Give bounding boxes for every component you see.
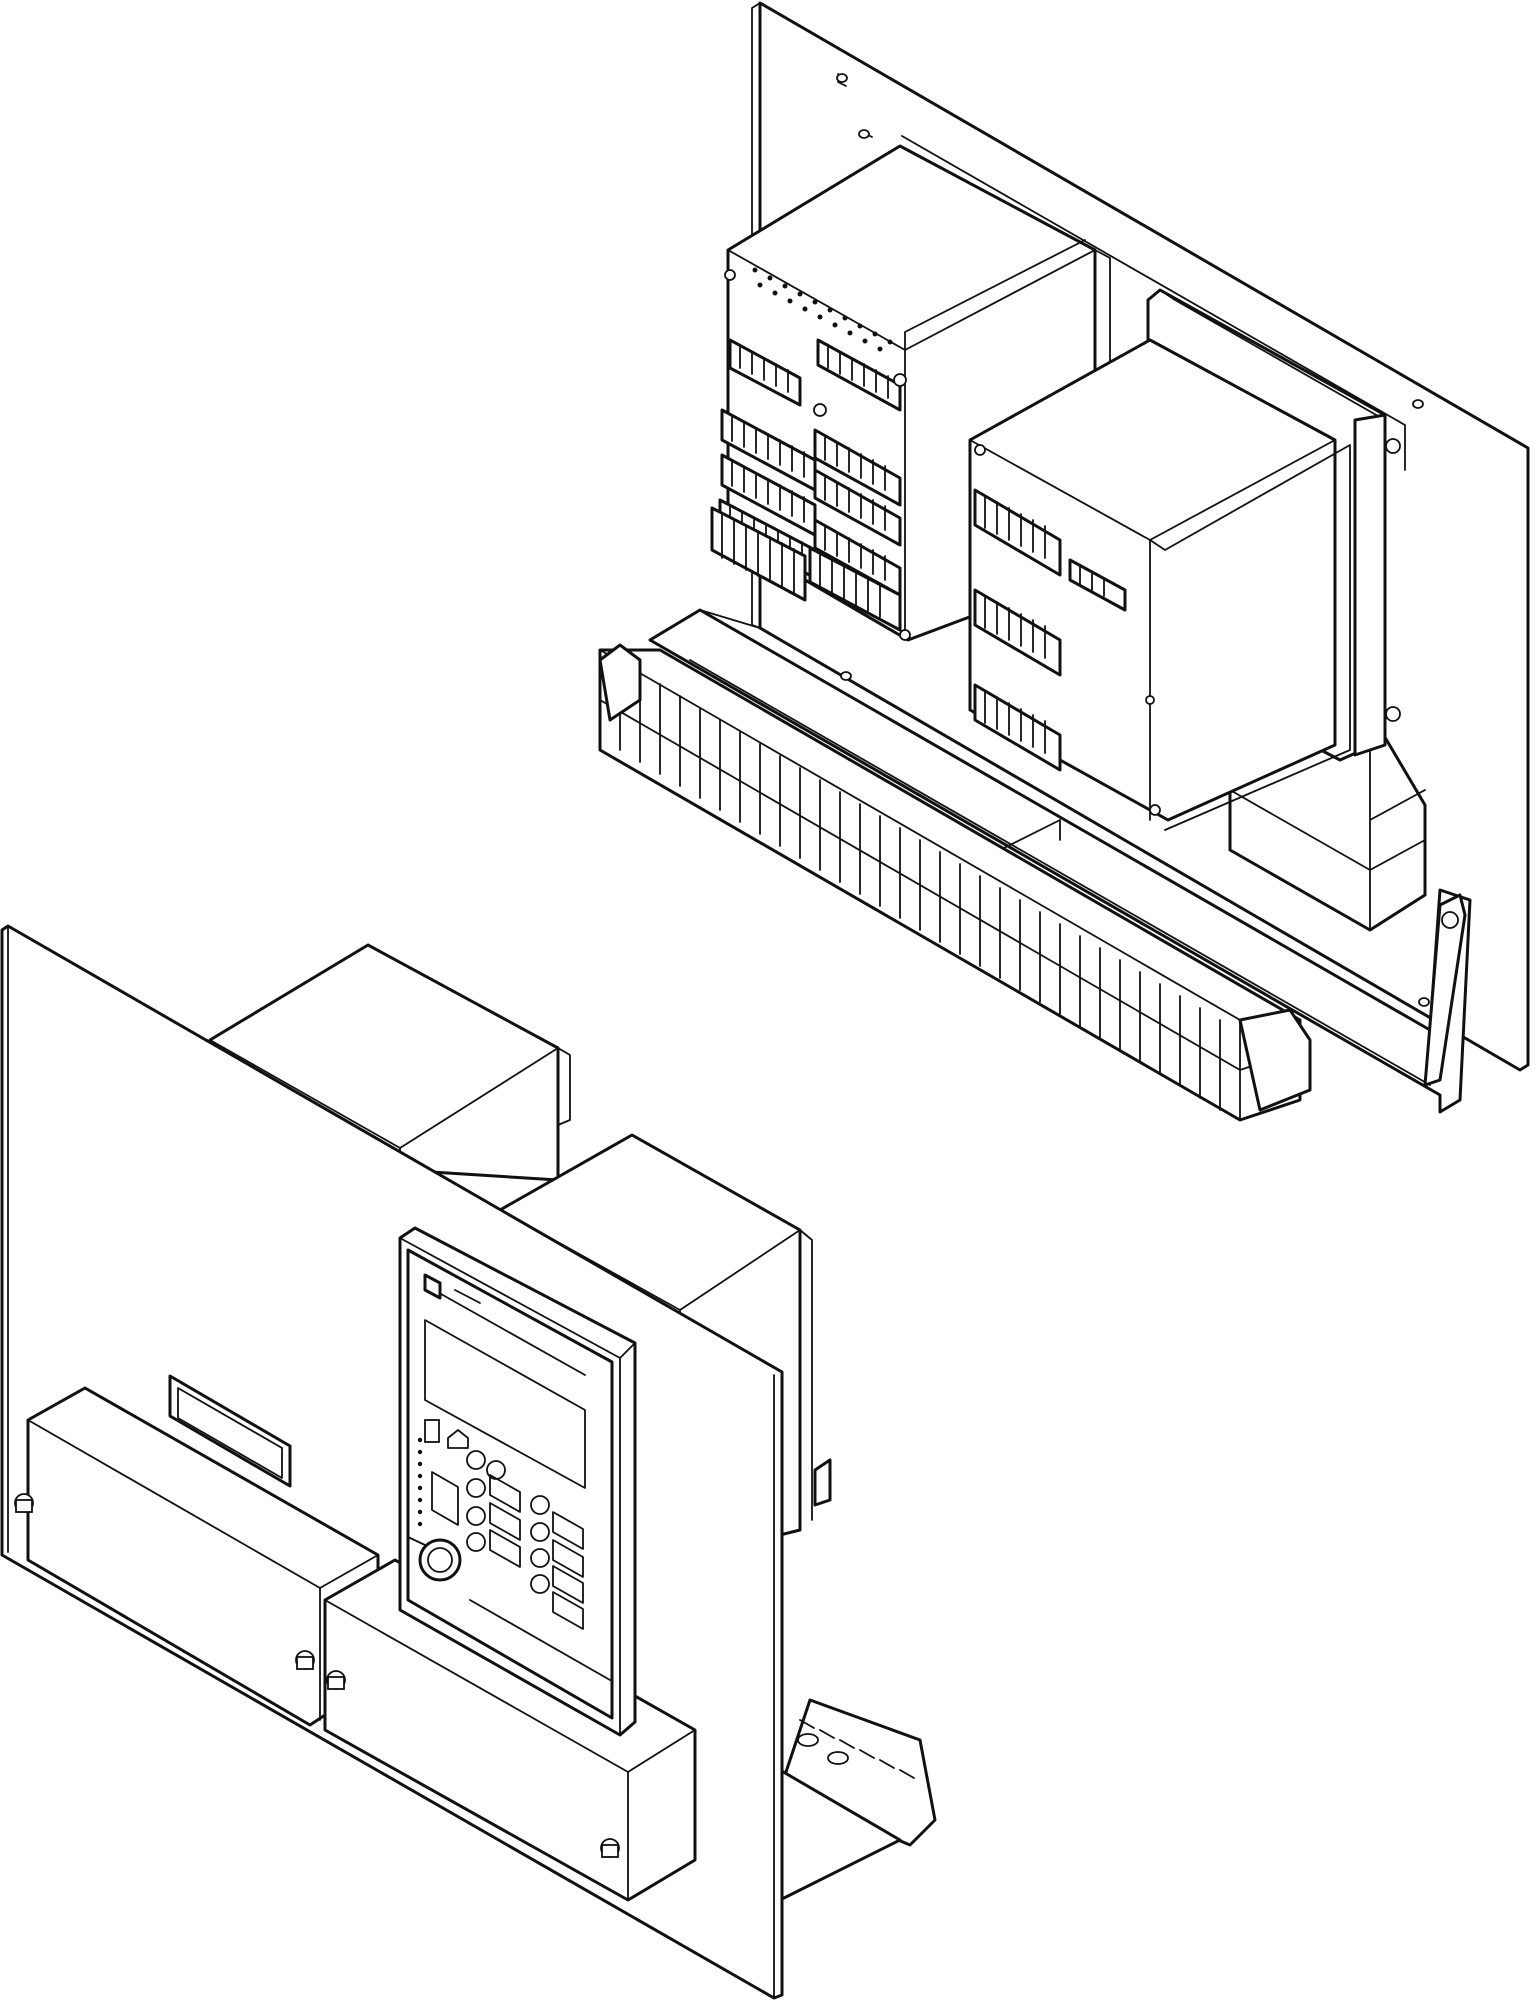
din-rail-bracket (648, 608, 1472, 1114)
vent-holes (752, 267, 893, 352)
front-view-assembly (0, 924, 937, 2000)
rear-relay-module-right (968, 288, 1401, 831)
rear-view-assembly (598, 1, 1530, 1122)
plate-studs (836, 73, 1430, 1007)
front-port (407, 1536, 462, 1582)
label-holder (168, 1374, 292, 1488)
rear-terminal-strip (598, 643, 1312, 1122)
hmi-keypad (417, 1419, 584, 1630)
hmi-display-unit (398, 1226, 637, 1737)
hmi-screen (424, 1319, 586, 1489)
front-cover-box-right (323, 1558, 697, 1902)
